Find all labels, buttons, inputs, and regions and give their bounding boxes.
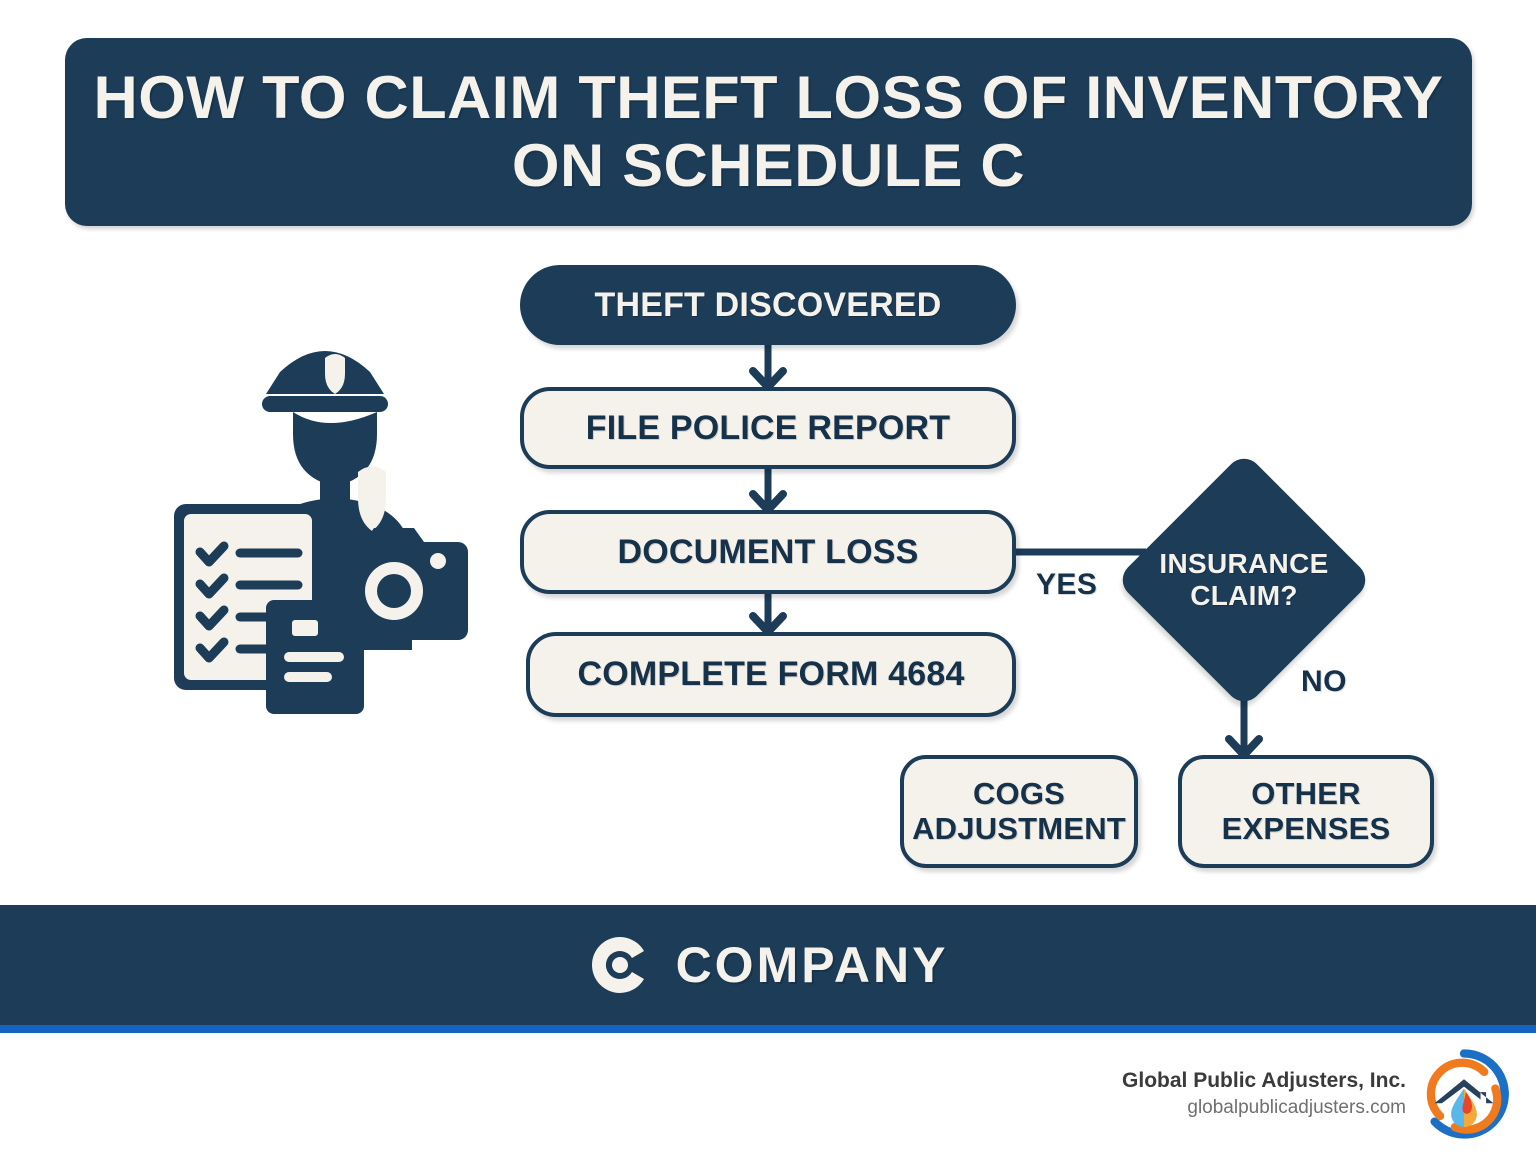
flow-node-file-police-report[interactable]: FILE POLICE REPORT (520, 387, 1016, 469)
decision-label-line-1: INSURANCE (1159, 547, 1329, 579)
flow-node-label: FILE POLICE REPORT (585, 408, 951, 447)
police-officer-evidence-illustration (162, 312, 492, 727)
flow-node-label: DOCUMENT LOSS (617, 532, 919, 571)
flow-node-cogs-adjustment[interactable]: COGS ADJUSTMENT (900, 755, 1138, 868)
document-icon (266, 600, 364, 714)
flow-node-insurance-claim-decision[interactable]: INSURANCE CLAIM? (1115, 451, 1373, 709)
credit-website-url[interactable]: globalpublicadjusters.com (1187, 1097, 1406, 1119)
company-c-logo-icon (591, 937, 644, 993)
flow-node-other-expenses[interactable]: OTHER EXPENSES (1178, 755, 1434, 868)
decision-label-line-2: CLAIM? (1190, 580, 1298, 611)
accent-rule (0, 1025, 1536, 1033)
flow-node-complete-form-4684[interactable]: COMPLETE FORM 4684 (526, 632, 1016, 717)
title-banner: HOW TO CLAIM THEFT LOSS OF INVENTORY ON … (65, 38, 1472, 226)
flow-node-label-line-1: COGS (972, 775, 1066, 811)
flow-node-label: THEFT DISCOVERED (594, 285, 942, 324)
page-title: HOW TO CLAIM THEFT LOSS OF INVENTORY ON … (93, 63, 1444, 199)
brand-bar: COMPANY (0, 905, 1536, 1025)
flow-node-theft-discovered[interactable]: THEFT DISCOVERED (520, 265, 1016, 345)
edge-label-no: NO (1301, 665, 1347, 698)
flow-node-label: INSURANCE CLAIM? (1128, 454, 1360, 706)
global-public-adjusters-logo-icon (1426, 1049, 1509, 1139)
flow-node-label-line-1: OTHER (1251, 775, 1361, 811)
flow-node-label: COMPLETE FORM 4684 (577, 655, 965, 693)
brand-name: COMPANY (675, 937, 949, 993)
flow-node-label-line-2: ADJUSTMENT (912, 810, 1126, 846)
credit-company-name: Global Public Adjusters, Inc. (1122, 1069, 1406, 1092)
edge-label-yes: YES (1036, 568, 1098, 601)
footer-credit: Global Public Adjusters, Inc. globalpubl… (1122, 1048, 1510, 1140)
flow-node-document-loss[interactable]: DOCUMENT LOSS (520, 510, 1016, 594)
flow-node-label-line-2: EXPENSES (1221, 810, 1391, 846)
camera-icon (320, 528, 468, 640)
